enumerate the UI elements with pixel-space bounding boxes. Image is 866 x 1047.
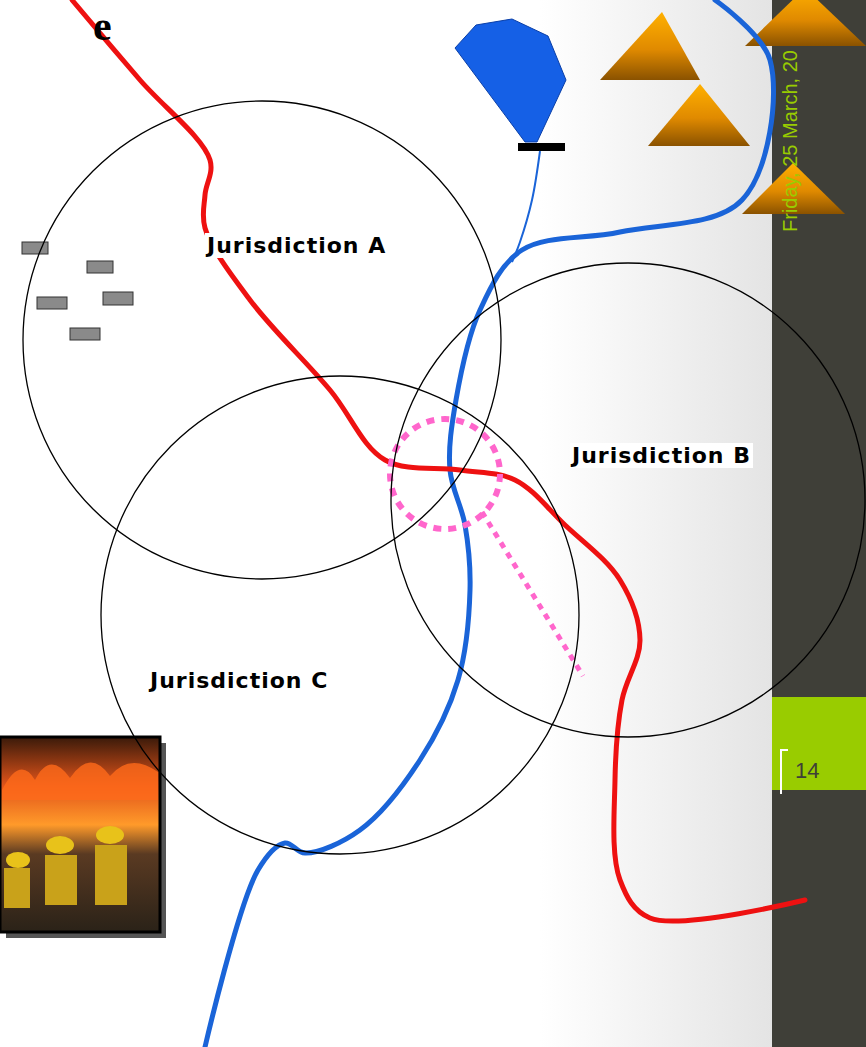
jurisdiction-boundary (23, 101, 501, 579)
helmet-symbol (96, 826, 124, 844)
mountain-symbol (600, 12, 700, 80)
river-line (205, 0, 774, 1047)
page-ground (0, 0, 772, 1047)
mountain-symbol (745, 0, 866, 46)
incident-spread (482, 512, 583, 676)
firefighter-body (95, 845, 127, 905)
circle-outline (100, 375, 580, 855)
jurisdiction-circle: Jurisdiction C (100, 375, 580, 855)
jurisdiction-name: Jurisdiction A (205, 233, 388, 258)
mountain-symbol (648, 84, 750, 146)
fire-flames (2, 762, 158, 800)
slide-title-fragment: e (93, 2, 112, 50)
firefighter-photo (0, 737, 160, 932)
page-number-block (772, 697, 866, 790)
jurisdiction-name: Jurisdiction B (570, 443, 753, 468)
building-symbol (70, 328, 100, 340)
road-line (72, 0, 805, 921)
page-bracket (781, 750, 788, 794)
jurisdiction-circle: Jurisdiction A (22, 100, 502, 580)
jurisdiction-boundary (391, 263, 865, 737)
building-symbol (87, 261, 113, 273)
firefighter-body (4, 868, 30, 908)
jurisdiction-circle: Jurisdiction B (390, 262, 866, 738)
circle-outline (390, 262, 866, 738)
firefighter-body (45, 855, 77, 905)
page-number: 14 (795, 758, 819, 784)
building-symbol (103, 292, 133, 305)
circle-outline (22, 100, 502, 580)
helmet-symbol (6, 852, 30, 868)
building-symbol (37, 297, 67, 309)
lake-symbol (455, 19, 566, 142)
dam-symbol (518, 143, 565, 151)
building-symbol (22, 242, 48, 254)
slide-date: Friday, 25 March, 20 (779, 50, 802, 232)
jurisdiction-name: Jurisdiction C (148, 668, 330, 693)
side-bar (772, 0, 866, 1047)
jurisdiction-boundary (101, 376, 579, 854)
helmet-symbol (46, 836, 74, 854)
